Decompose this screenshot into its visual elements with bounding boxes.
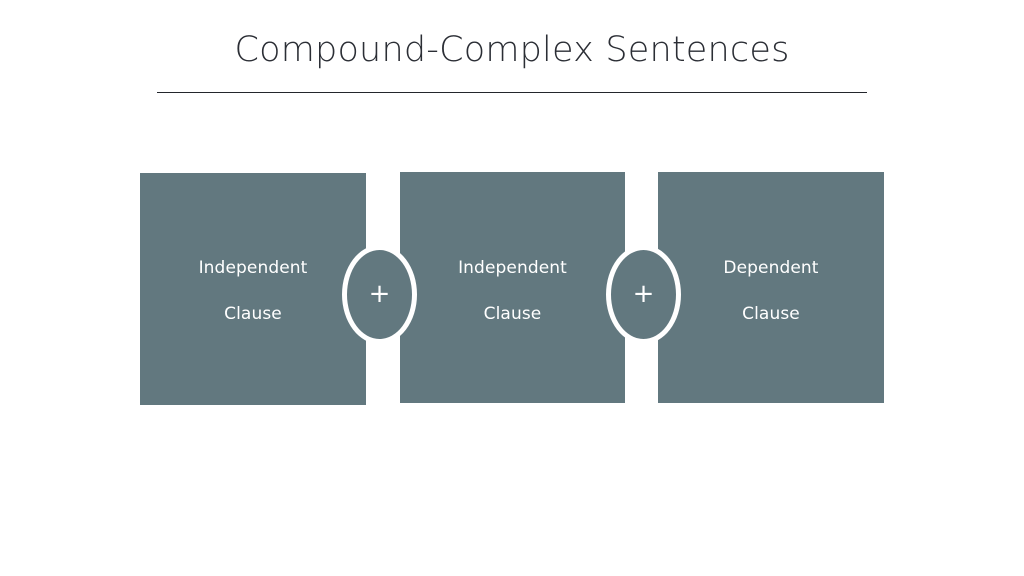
title-divider — [157, 92, 867, 93]
plus-icon: + — [368, 278, 391, 309]
plus-icon: + — [632, 278, 655, 309]
clause-box-2-line-1: Independent — [458, 258, 567, 278]
clause-box-2-text: Independent Clause — [400, 245, 625, 337]
page-title: Compound-Complex Sentences — [234, 30, 790, 70]
clause-box-1-line-1: Independent — [198, 258, 308, 278]
title-block: Compound-Complex Sentences — [157, 28, 867, 94]
clause-box-1-line-2: Clause — [224, 304, 282, 324]
plus-connector-2: + — [606, 245, 681, 344]
clause-box-3-line-2: Clause — [742, 304, 800, 324]
plus-connector-1: + — [342, 245, 417, 344]
clause-box-independent-1: Independent Clause — [140, 173, 366, 405]
clause-box-2-line-2: Clause — [483, 304, 542, 324]
clause-box-1-text: Independent Clause — [140, 245, 366, 337]
clause-box-3-line-1: Dependent — [723, 258, 819, 278]
clause-box-dependent: Dependent Clause — [658, 172, 884, 403]
clause-box-3-text: Dependent Clause — [658, 245, 884, 337]
clause-box-independent-2: Independent Clause — [400, 172, 625, 403]
